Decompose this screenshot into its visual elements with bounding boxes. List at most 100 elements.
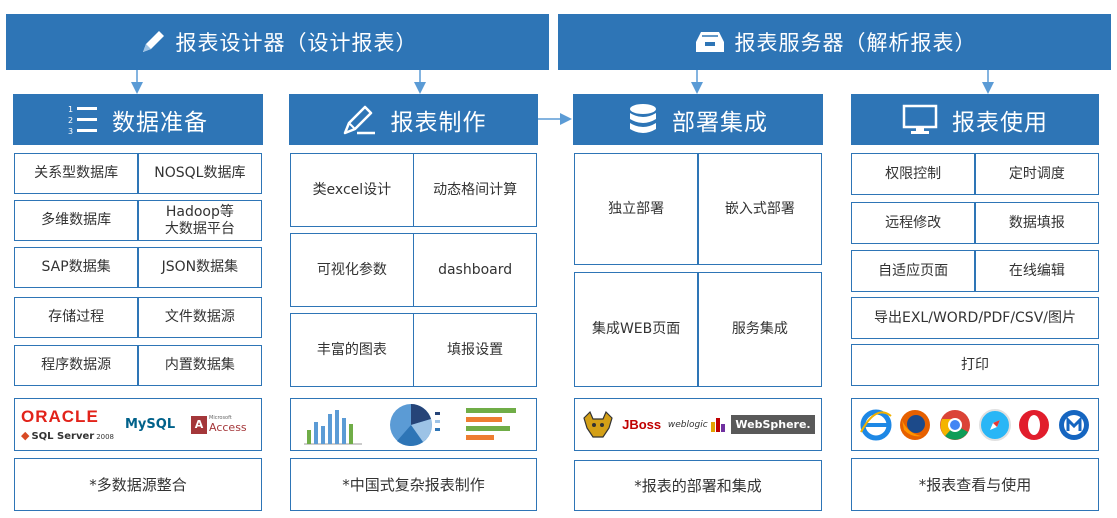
svg-text:3: 3 xyxy=(68,127,74,136)
column-title: 部署集成 xyxy=(672,109,768,136)
cell-print: 打印 xyxy=(852,345,1098,385)
data-prep-row-5: 程序数据源 内置数据集 xyxy=(14,345,262,386)
usage-row-2: 远程修改 数据填报 xyxy=(851,202,1099,244)
cell-program-source: 程序数据源 xyxy=(15,346,138,385)
websphere-logo: WebSphere. xyxy=(731,415,815,434)
oracle-logo: ORACLE xyxy=(21,407,99,426)
cell-olap-db: 多维数据库 xyxy=(15,201,138,240)
app-server-logos: JBoss weblogic WebSphere. xyxy=(574,398,822,451)
column-header-usage: 报表使用 xyxy=(851,94,1099,145)
chrome-icon xyxy=(940,409,971,440)
weblogic-logo: weblogic xyxy=(667,417,725,432)
server-banner: 报表服务器（解析报表） xyxy=(558,14,1111,70)
column-title: 数据准备 xyxy=(112,109,208,136)
server-banner-title: 报表服务器（解析报表） xyxy=(734,31,977,55)
tomcat-icon xyxy=(583,410,614,438)
cell-stored-procedure: 存储过程 xyxy=(15,298,138,337)
column-title: 报表使用 xyxy=(952,109,1048,136)
access-prefix: Microsoft xyxy=(209,415,232,421)
chart-thumbnails xyxy=(290,398,537,451)
cell-dynamic-cell-calc: 动态格间计算 xyxy=(414,154,536,226)
cell-embedded-deploy: 嵌入式部署 xyxy=(698,154,821,264)
mysql-logo: MySQL xyxy=(125,417,176,432)
numbered-list-icon: 1 2 3 xyxy=(68,105,97,136)
cell-rich-charts: 丰富的图表 xyxy=(291,314,413,386)
cell-builtin-dataset: 内置数据集 xyxy=(138,346,261,385)
column-header-deploy: 部署集成 xyxy=(573,94,823,145)
ie-browser-icon xyxy=(859,409,892,440)
pencil-icon xyxy=(142,31,164,52)
jboss-logo: JBoss xyxy=(622,417,662,432)
data-prep-row-4: 存储过程 文件数据源 xyxy=(14,297,262,338)
report-making-row-3: 丰富的图表 填报设置 xyxy=(290,313,537,387)
cell-data-fill: 数据填报 xyxy=(975,203,1098,243)
cell-visual-params: 可视化参数 xyxy=(291,234,413,306)
column-header-data-prep: 1 2 3 数据准备 xyxy=(13,94,263,145)
deploy-caption: *报表的部署和集成 xyxy=(574,460,822,511)
safari-icon xyxy=(978,408,1011,441)
cell-nosql-db: NOSQL数据库 xyxy=(138,154,261,193)
cell-service-integration: 服务集成 xyxy=(698,273,821,386)
down-arrows xyxy=(131,70,994,125)
browser-logos xyxy=(851,398,1099,451)
database-logos: ORACLE ◆ SQL Server 2008 MySQL A Microso… xyxy=(14,398,262,451)
designer-banner-title: 报表设计器（设计报表） xyxy=(175,31,418,55)
cell-file-source: 文件数据源 xyxy=(138,298,261,337)
cell-sap-dataset: SAP数据集 xyxy=(15,248,138,287)
cell-export-formats: 导出EXL/WORD/PDF/CSV/图片 xyxy=(852,298,1098,338)
access-icon: A xyxy=(191,415,207,434)
sqlserver-flag-icon: ◆ xyxy=(21,429,30,442)
weblogic-blocks-icon xyxy=(710,417,725,432)
weblogic-name: weblogic xyxy=(667,419,708,430)
bar-chart-thumbnail xyxy=(303,409,362,444)
cell-hadoop: Hadoop等 大数据平台 xyxy=(138,201,261,240)
data-prep-caption: *多数据源整合 xyxy=(14,458,262,511)
usage-row-4: 导出EXL/WORD/PDF/CSV/图片 xyxy=(851,297,1099,339)
firefox-icon xyxy=(900,409,931,440)
cell-remote-edit: 远程修改 xyxy=(852,203,975,243)
report-making-row-1: 类excel设计 动态格间计算 xyxy=(290,153,537,227)
usage-caption: *报表查看与使用 xyxy=(851,458,1099,511)
cell-json-dataset: JSON数据集 xyxy=(138,248,261,287)
cell-standalone-deploy: 独立部署 xyxy=(575,154,698,264)
column-title: 报表制作 xyxy=(390,109,487,136)
data-prep-row-2: 多维数据库 Hadoop等 大数据平台 xyxy=(14,200,262,241)
maxthon-icon xyxy=(1059,409,1090,440)
cell-fill-settings: 填报设置 xyxy=(414,314,536,386)
cell-excel-like-design: 类excel设计 xyxy=(291,154,413,226)
usage-row-1: 权限控制 定时调度 xyxy=(851,153,1099,195)
monitor-icon xyxy=(902,104,938,134)
opera-icon xyxy=(1019,409,1050,440)
cell-dashboard: dashboard xyxy=(414,234,536,306)
cell-adaptive-page: 自适应页面 xyxy=(852,251,975,291)
usage-row-5: 打印 xyxy=(851,344,1099,386)
oracle-sqlserver-logo: ORACLE ◆ SQL Server 2008 xyxy=(21,407,115,442)
cell-online-edit: 在线编辑 xyxy=(975,251,1098,291)
access-name: Access xyxy=(209,421,247,434)
deploy-row-2: 集成WEB页面 服务集成 xyxy=(574,272,822,387)
svg-text:2: 2 xyxy=(68,116,74,125)
sqlserver-logo: ◆ SQL Server 2008 xyxy=(21,429,115,442)
data-prep-row-3: SAP数据集 JSON数据集 xyxy=(14,247,262,288)
usage-row-3: 自适应页面 在线编辑 xyxy=(851,250,1099,292)
access-text: Microsoft Access xyxy=(209,415,247,434)
report-making-caption: *中国式复杂报表制作 xyxy=(290,458,537,511)
cell-web-integration: 集成WEB页面 xyxy=(575,273,698,386)
horizontal-bar-thumbnail xyxy=(465,407,516,440)
report-making-row-2: 可视化参数 dashboard xyxy=(290,233,537,307)
database-icon xyxy=(630,103,656,133)
data-prep-row-1: 关系型数据库 NOSQL数据库 xyxy=(14,153,262,194)
column-header-report-making: 报表制作 xyxy=(289,94,538,145)
sqlserver-version: 2008 xyxy=(96,433,115,441)
inbox-tray-icon xyxy=(695,32,724,52)
svg-text:1: 1 xyxy=(68,105,74,114)
pen-icon xyxy=(343,105,375,134)
designer-banner: 报表设计器（设计报表） xyxy=(6,14,549,70)
deploy-row-1: 独立部署 嵌入式部署 xyxy=(574,153,822,265)
pie-chart-thumbnail xyxy=(389,403,440,446)
cell-relational-db: 关系型数据库 xyxy=(15,154,138,193)
access-logo: A Microsoft Access xyxy=(191,415,247,434)
cell-scheduled-tasks: 定时调度 xyxy=(975,154,1098,194)
cell-permission-control: 权限控制 xyxy=(852,154,975,194)
sqlserver-name: SQL Server xyxy=(31,431,95,442)
